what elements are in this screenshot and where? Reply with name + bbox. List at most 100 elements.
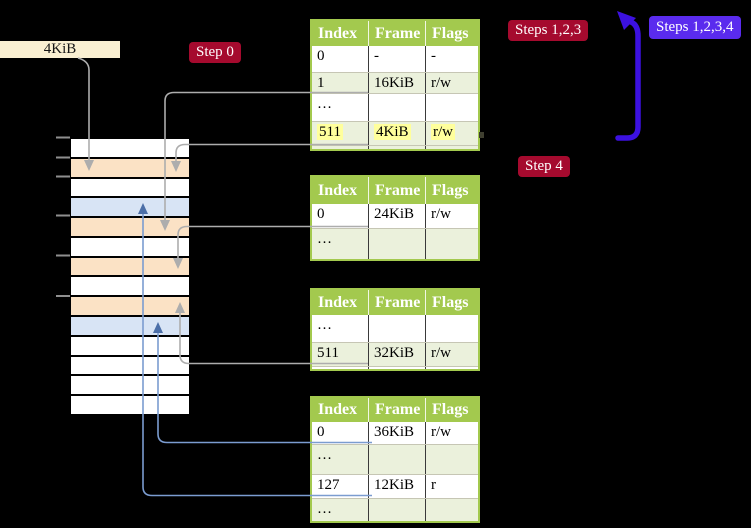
steps1234-badge: Steps 1,2,3,4 xyxy=(649,16,741,39)
memory-frame-free xyxy=(71,394,189,414)
cell-index: 511 xyxy=(312,343,369,366)
cell-frame xyxy=(369,499,426,521)
step4-badge: Step 4 xyxy=(518,156,570,177)
cell-index xyxy=(312,367,369,369)
table-header-row: Index Frame Flags xyxy=(312,21,478,46)
header-cell-frame: Frame xyxy=(369,177,426,204)
step0-badge: Step 0 xyxy=(189,42,241,63)
cell-flags xyxy=(426,94,478,121)
arrowhead-upleft-icon xyxy=(617,11,636,30)
cell-frame: 4KiB xyxy=(369,122,426,145)
table-row-clipped xyxy=(312,366,478,369)
table-row: 0 36KiB r/w xyxy=(312,422,478,444)
table-header-row: Index Frame Flags xyxy=(312,290,478,315)
memory-frame-free xyxy=(71,334,189,355)
header-cell-flags: Flags xyxy=(432,24,469,42)
table-row: 0 24KiB r/w xyxy=(312,204,478,228)
cell-flags xyxy=(426,499,478,521)
cell-frame xyxy=(369,229,426,259)
table-row: 1 16KiB r/w xyxy=(312,72,478,93)
cell-flags: r/w xyxy=(431,75,451,91)
page-table-1: Index Frame Flags 0 - - 1 16KiB r/w … 51… xyxy=(310,19,480,151)
memory-frame-free xyxy=(71,139,189,157)
header-cell-index: Index xyxy=(312,21,369,46)
cell-index: … xyxy=(312,315,369,342)
memory-frame-free xyxy=(71,176,189,197)
frame-size-label: 4KiB xyxy=(0,41,120,58)
memory-frame-free xyxy=(71,275,189,296)
cell-index: 0 xyxy=(312,204,369,228)
cell-flags: r/w xyxy=(426,122,478,145)
cell-frame xyxy=(369,94,426,121)
header-cell-flags: Flags xyxy=(432,181,469,199)
cell-frame xyxy=(369,315,426,342)
cell-index: 127 xyxy=(312,475,369,498)
cell-index: 1 xyxy=(312,73,369,93)
highlighted-value: 511 xyxy=(317,124,343,140)
cell-flags xyxy=(426,445,478,474)
header-cell-index: Index xyxy=(312,177,369,204)
memory-frame-datapage xyxy=(71,196,189,217)
table-row: 511 32KiB r/w xyxy=(312,342,478,366)
cell-index: 511 xyxy=(312,122,369,145)
cell-flags: r/w xyxy=(431,424,451,440)
header-cell-flags: Flags xyxy=(432,293,469,311)
memory-frame-datapage xyxy=(71,315,189,335)
memory-frame-pagetable xyxy=(71,216,189,236)
table-row: 0 - - xyxy=(312,46,478,72)
table-row: … xyxy=(312,228,478,259)
cell-frame: - xyxy=(369,46,426,72)
cell-flags xyxy=(426,367,478,369)
cell-index: … xyxy=(312,229,369,259)
cell-frame: 36KiB xyxy=(369,422,426,444)
cell-frame: 24KiB xyxy=(369,204,426,228)
memory-frame-free xyxy=(71,354,189,375)
recursive-loop-arrow xyxy=(615,19,641,141)
cell-index: 0 xyxy=(312,46,369,72)
header-cell-frame: Frame xyxy=(369,398,426,422)
table-row: 127 12KiB r xyxy=(312,474,478,498)
header-cell-index: Index xyxy=(312,398,369,422)
cell-flags xyxy=(426,146,478,149)
page-table-4: Index Frame Flags 0 36KiB r/w … 127 12Ki… xyxy=(310,396,480,523)
memory-frame-free xyxy=(71,374,189,395)
table-header-row: Index Frame Flags xyxy=(312,398,478,422)
memory-frame-pagetable xyxy=(71,156,189,177)
table-row: … xyxy=(312,93,478,121)
table-row-self-reference: 511 4KiB r/w xyxy=(312,121,478,145)
table-row-clipped xyxy=(312,145,478,149)
header-cell-flags: Flags xyxy=(432,401,469,418)
cell-index: 0 xyxy=(312,422,369,444)
memory-frame-free xyxy=(71,235,189,256)
table-header-row: Index Frame Flags xyxy=(312,177,478,204)
cell-flags: r xyxy=(431,477,436,493)
steps123-badge: Steps 1,2,3 xyxy=(508,20,589,41)
cell-flags xyxy=(426,315,478,342)
cell-flags: r/w xyxy=(431,206,451,222)
memory-column xyxy=(70,138,190,415)
cell-index: … xyxy=(312,94,369,121)
highlighted-value: 4KiB xyxy=(374,124,411,140)
memory-frame-pagetable xyxy=(71,295,189,316)
cell-index: … xyxy=(312,445,369,474)
page-table-2: Index Frame Flags 0 24KiB r/w … xyxy=(310,175,480,261)
memory-frame-pagetable xyxy=(71,255,189,276)
header-cell-index: Index xyxy=(312,290,369,315)
highlighted-value: r/w xyxy=(431,124,455,140)
cell-frame: 32KiB xyxy=(369,343,426,366)
cell-flags: r/w xyxy=(431,345,451,361)
page-table-3: Index Frame Flags … 511 32KiB r/w xyxy=(310,288,480,371)
header-cell-frame: Frame xyxy=(369,21,426,46)
cell-flags xyxy=(426,229,478,259)
table-row: … xyxy=(312,444,478,474)
header-cell-frame: Frame xyxy=(369,290,426,315)
cell-frame: 16KiB xyxy=(369,73,426,93)
table-row: … xyxy=(312,498,478,521)
cell-index xyxy=(312,146,369,149)
cell-flags: - xyxy=(431,48,436,64)
cell-index: … xyxy=(312,499,369,521)
cell-frame xyxy=(369,367,426,369)
cell-frame xyxy=(369,445,426,474)
cell-frame: 12KiB xyxy=(369,475,426,498)
